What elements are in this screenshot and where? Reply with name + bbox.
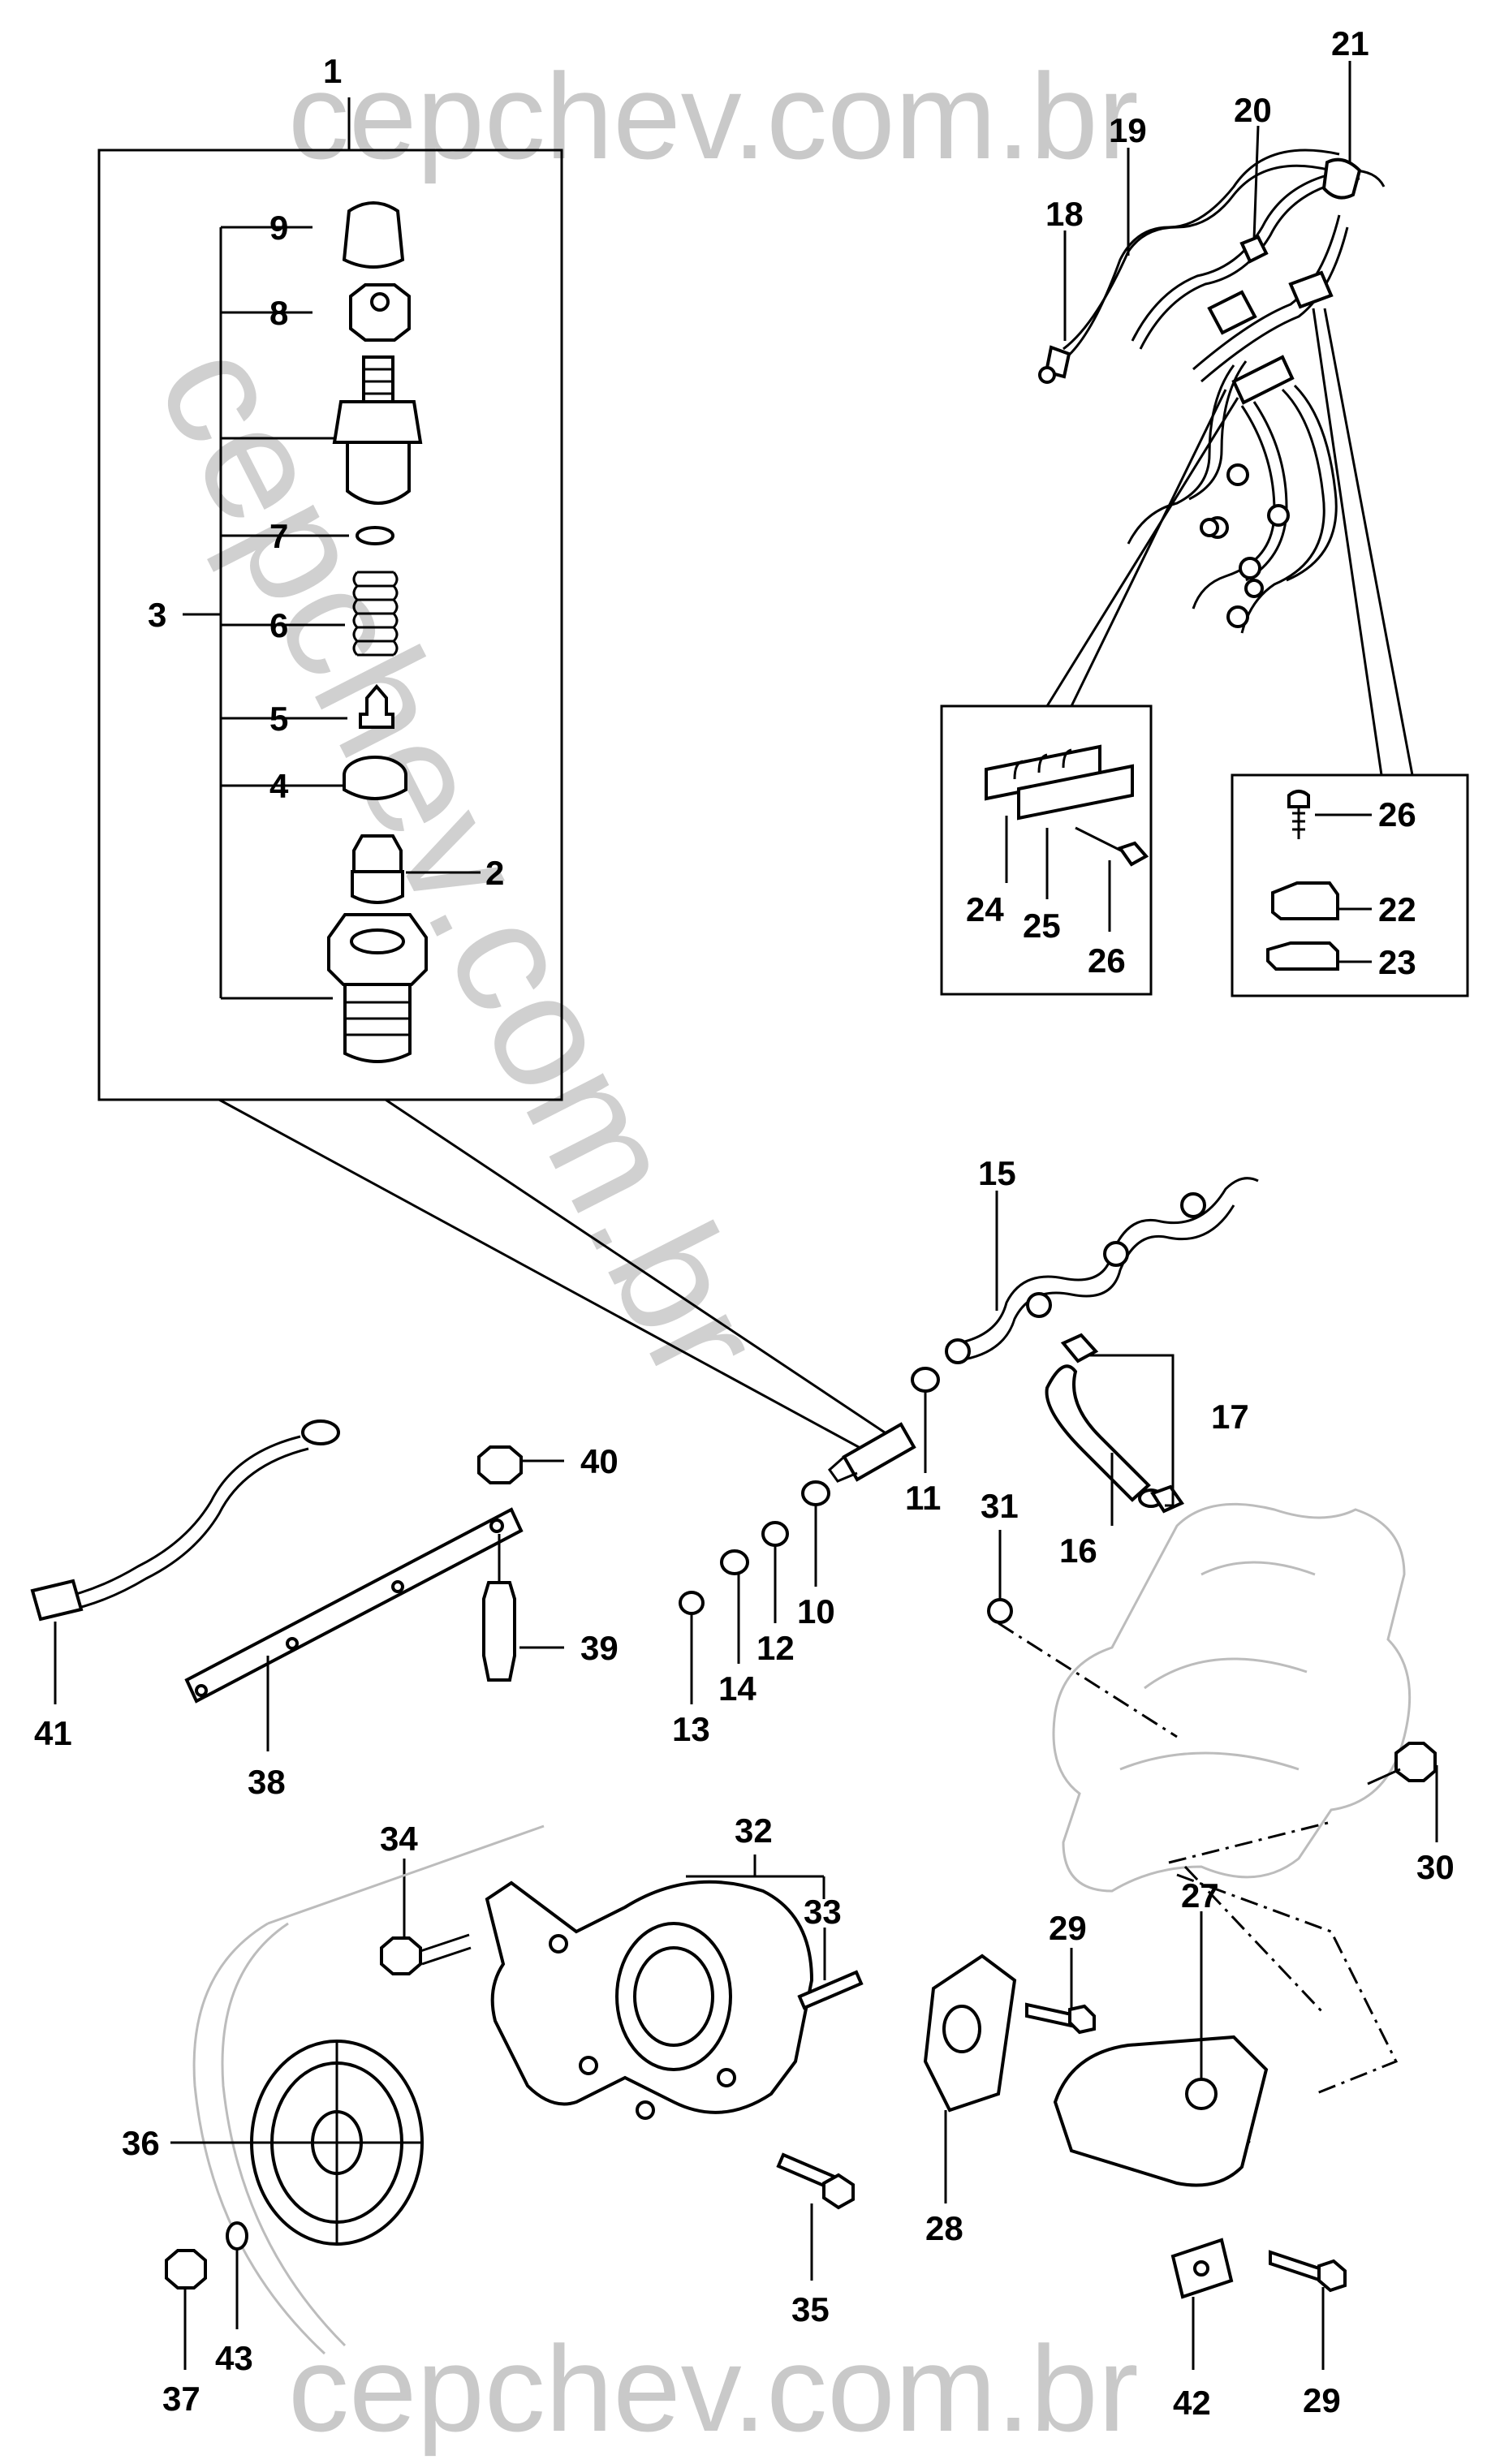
part-clamp-22 (1271, 881, 1339, 920)
part-nozzle-holder (362, 355, 394, 403)
inset-frame-clamp-right (1231, 773, 1469, 997)
part-nut-37 (165, 2249, 207, 2290)
callout-24: 24 (966, 890, 1004, 928)
part-bracket-27 (1053, 2035, 1269, 2187)
part-screw-26b (1287, 790, 1310, 808)
callout-37: 37 (162, 2380, 200, 2418)
callout-26a: 26 (1088, 941, 1126, 980)
callout-14: 14 (718, 1669, 756, 1708)
part-glow-plug (482, 1581, 516, 1682)
callout-21: 21 (1331, 24, 1369, 62)
callout-25: 25 (1023, 907, 1061, 945)
callout-7: 7 (269, 517, 288, 555)
part-washer-31 (987, 1598, 1013, 1624)
part-screw-26 (1075, 826, 1125, 854)
part-nozzle-tip (352, 834, 403, 873)
callout-5: 5 (269, 700, 288, 738)
callout-31: 31 (981, 1487, 1019, 1525)
part-cap (342, 201, 405, 269)
callout-15: 15 (978, 1154, 1016, 1192)
callout-27: 27 (1181, 1876, 1219, 1915)
part-washer-13 (679, 1591, 705, 1615)
part-sprocket (250, 2040, 424, 2246)
part-washer-10 (801, 1480, 830, 1506)
part-bolt-34 (380, 1936, 422, 1975)
callout-40: 40 (580, 1442, 619, 1480)
callout-35: 35 (791, 2290, 830, 2328)
glow-plug-assembly (30, 1419, 564, 1751)
part-stud-33 (797, 1970, 864, 2010)
part-nut-40 (477, 1445, 523, 1484)
injection-pipes-assembly (1038, 61, 1386, 634)
part-bolt-29 (1025, 2002, 1073, 2028)
callout-28: 28 (925, 2209, 963, 2247)
callout-36: 36 (122, 2124, 160, 2162)
part-clamp-23 (1266, 941, 1339, 971)
callout-11: 11 (905, 1479, 941, 1517)
part-hose-16 (1045, 1364, 1151, 1502)
callout-6: 6 (269, 606, 288, 644)
clamp-inset-left (940, 389, 1239, 996)
callout-30: 30 (1416, 1848, 1455, 1886)
leak-off-pipe-assembly (679, 1177, 1259, 1704)
part-nut (349, 283, 411, 342)
part-pressure-pin (359, 683, 394, 729)
part-washer-14 (720, 1549, 749, 1575)
callout-32: 32 (735, 1811, 773, 1850)
inset-frame-clamp-left (940, 704, 1153, 996)
callout-22: 22 (1378, 890, 1416, 928)
injector-nozzle-inset (97, 97, 886, 1458)
part-injector-assembled (842, 1422, 916, 1482)
part-bolt-29b (1269, 2250, 1321, 2282)
callout-1: 1 (323, 52, 342, 90)
part-washer-12 (761, 1521, 789, 1547)
callout-4: 4 (269, 767, 289, 805)
callout-3: 3 (148, 596, 166, 634)
callout-17: 17 (1211, 1398, 1249, 1436)
part-connecting-bar (184, 1507, 524, 1704)
callout-2: 2 (485, 854, 504, 892)
callout-26b: 26 (1378, 795, 1416, 834)
watermark-top: cepchev.com.br (288, 48, 1139, 184)
part-washer-43 (226, 2221, 248, 2251)
callout-42: 42 (1173, 2384, 1211, 2422)
watermark-diagonal: cepchev.com.br (123, 315, 800, 1407)
clamp-inset-right (1231, 308, 1469, 997)
callout-16: 16 (1059, 1531, 1097, 1570)
callout-12: 12 (756, 1629, 795, 1667)
callout-39: 39 (580, 1629, 619, 1667)
callout-23: 23 (1378, 943, 1416, 981)
part-ground-wire (56, 1435, 301, 1600)
callout-8: 8 (269, 294, 288, 332)
callout-34: 34 (380, 1820, 418, 1858)
callout-33: 33 (804, 1893, 842, 1931)
callout-38: 38 (248, 1763, 286, 1801)
inset-frame-1 (97, 149, 563, 1101)
part-washer (356, 526, 394, 545)
callout-19: 19 (1109, 111, 1147, 149)
callout-labels: 1 2 3 4 5 6 7 8 9 10 11 12 13 14 15 16 1… (34, 24, 1455, 2422)
callout-9: 9 (269, 209, 288, 247)
callout-41: 41 (34, 1714, 72, 1752)
part-bolt-30 (1394, 1742, 1437, 1782)
watermark-bottom: cepchev.com.br (288, 2320, 1139, 2457)
callout-18: 18 (1045, 195, 1084, 233)
pump-bracket-section (165, 1824, 1347, 2370)
callout-20: 20 (1234, 91, 1272, 129)
callout-29a: 29 (1049, 1909, 1087, 1947)
part-washer-11 (911, 1367, 940, 1393)
part-spring (352, 571, 399, 657)
callout-29b: 29 (1303, 2381, 1341, 2419)
callout-10: 10 (797, 1592, 835, 1630)
callout-13: 13 (672, 1710, 710, 1748)
callout-43: 43 (215, 2339, 253, 2377)
part-clip-17 (1060, 1333, 1099, 1363)
